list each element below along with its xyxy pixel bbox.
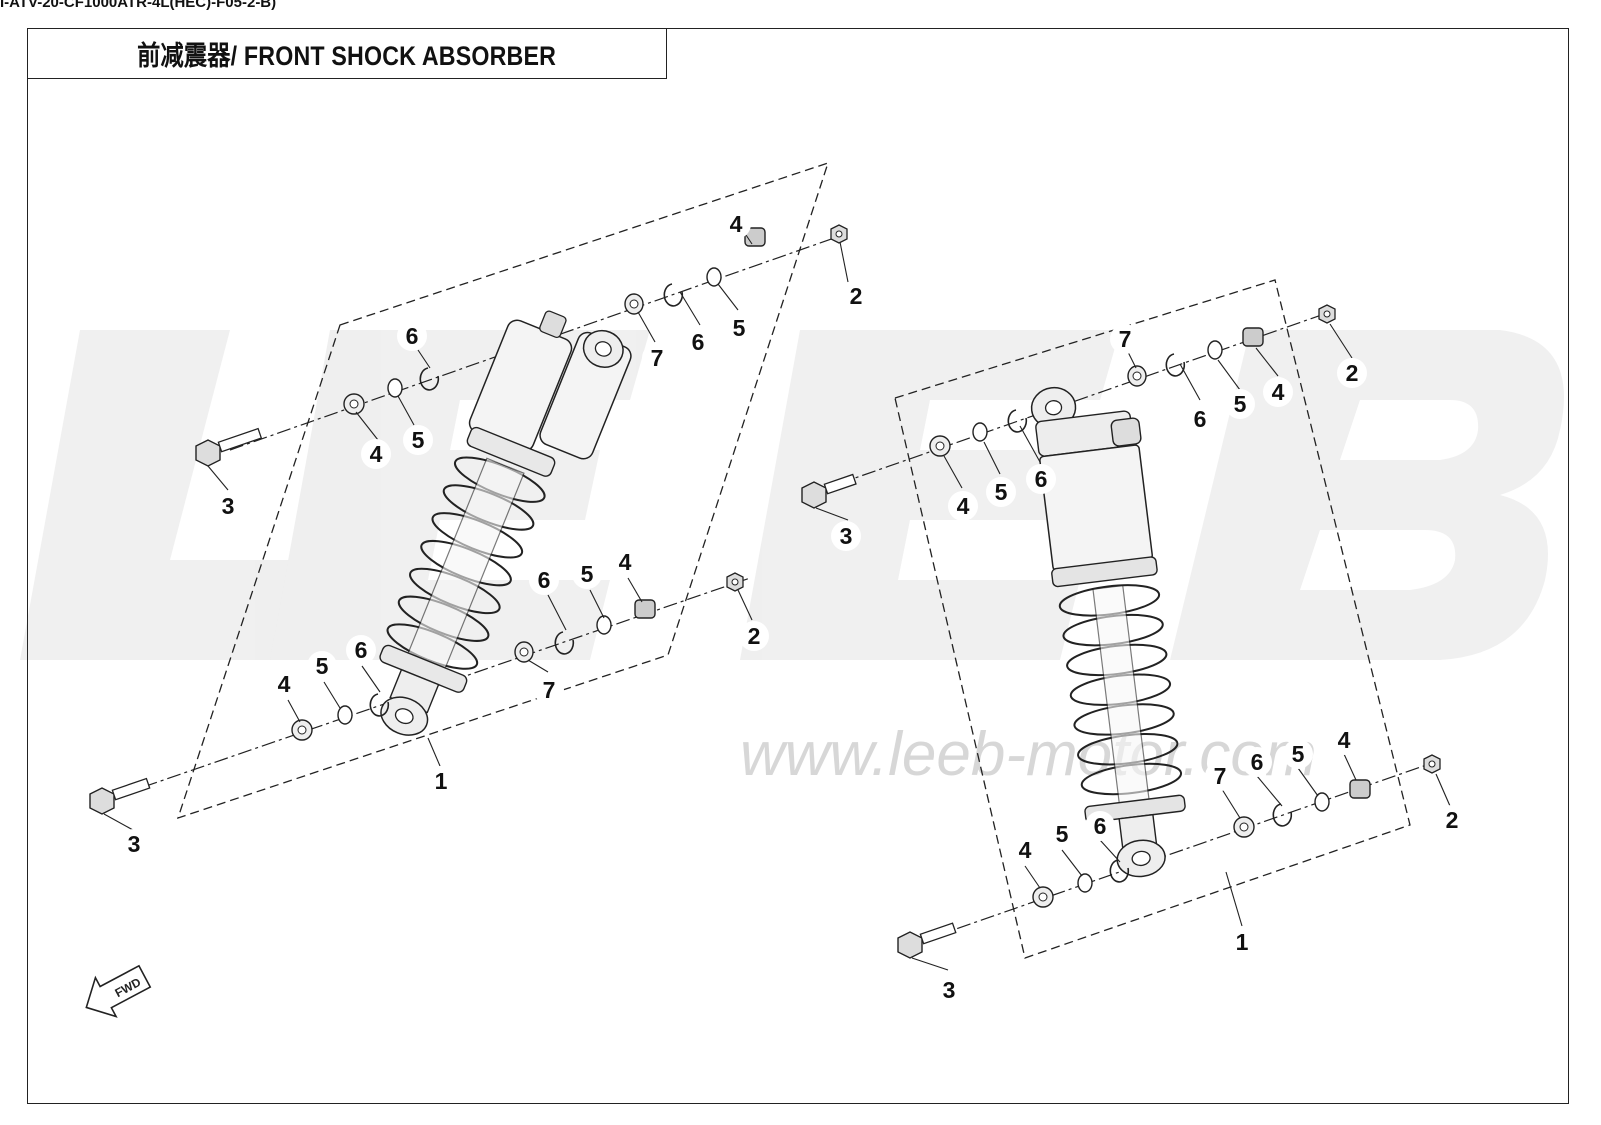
fwd-arrow-icon: FWD (85, 964, 152, 1018)
left-lower-spacer-4a (291, 719, 313, 741)
left-lower-washer-5b (596, 615, 612, 635)
right-lower-bushing-7 (1233, 816, 1255, 838)
callout-label: 5 (1234, 391, 1247, 417)
leeb-watermark (20, 330, 1564, 660)
right-upper-spacer-4a (929, 435, 951, 457)
callout-label: 3 (128, 831, 141, 857)
callout-label: 7 (1119, 326, 1132, 352)
callout-label: 3 (222, 493, 235, 519)
callout-label: 5 (412, 427, 425, 453)
left-upper-spacer-4a (343, 393, 365, 415)
left-assembly-dashed-frame (176, 161, 830, 820)
left-upper-clip-6a (419, 367, 440, 391)
callout-label: 5 (733, 315, 746, 341)
right-lower-nut-2 (1423, 754, 1441, 774)
callout-label: 2 (1346, 360, 1359, 386)
right-upper-bolt (801, 473, 857, 509)
right-upper-bushing-7 (1127, 365, 1147, 387)
left-lower-clip-6a (369, 693, 390, 717)
callout-label: 5 (316, 653, 329, 679)
callout-label: 6 (538, 567, 551, 593)
callout-label: 1 (435, 768, 448, 794)
left-lower-washer-5a (337, 705, 353, 725)
right-lower-bolt (897, 922, 957, 959)
callout-label: 5 (995, 479, 1008, 505)
callout-label: 7 (651, 345, 664, 371)
callout-label: 4 (619, 549, 632, 575)
callout-label: 4 (278, 671, 291, 697)
right-upper-clip-6a (1007, 409, 1028, 433)
left-upper-nut-2 (830, 224, 848, 244)
callout-label: 4 (957, 493, 970, 519)
callout-label: 2 (748, 623, 761, 649)
callout-label: 4 (1338, 727, 1351, 753)
left-lower-nut-2 (726, 572, 744, 592)
callout-label: 7 (1214, 763, 1227, 789)
right-assembly-dashed-frame (894, 279, 1411, 959)
callout-label: 6 (1035, 466, 1048, 492)
right-shock-body (1030, 386, 1186, 878)
left-lower-bolt (89, 777, 151, 815)
left-lower-spacer-4b (634, 599, 656, 619)
right-upper-nut-2 (1318, 304, 1336, 324)
callout-label: 5 (1292, 741, 1305, 767)
right-upper-spacer-4b (1242, 327, 1264, 347)
callout-label: 3 (840, 523, 853, 549)
callout-label: 4 (730, 211, 743, 237)
page-title: 前减震器/ FRONT SHOCK ABSORBER (137, 41, 557, 71)
right-lower-washer-5a (1077, 873, 1093, 893)
callouts-left: 4 2 6 7 6 5 4 5 3 6 5 4 2 4 5 6 7 1 3 (119, 209, 871, 859)
callout-label: 1 (1236, 929, 1249, 955)
left-upper-washer-5b (706, 267, 722, 287)
title-box: 前减震器/ FRONT SHOCK ABSORBER (27, 28, 667, 79)
right-upper-washer-5b (1207, 340, 1223, 360)
right-lower-spacer-4b (1349, 779, 1371, 799)
right-lower-clip-6a (1109, 859, 1130, 883)
callout-label: 6 (1251, 749, 1264, 775)
callout-label: 3 (943, 977, 956, 1003)
left-upper-bushing-7a (624, 293, 644, 315)
callout-label: 6 (692, 329, 705, 355)
callout-label: 6 (355, 637, 368, 663)
left-shock-body (379, 310, 632, 736)
callout-label: 6 (1094, 813, 1107, 839)
left-upper-bolt (195, 427, 263, 467)
callout-label: 5 (581, 561, 594, 587)
left-shock-assembly (89, 161, 849, 831)
callout-label: 4 (1019, 837, 1032, 863)
callout-label: 4 (1272, 379, 1285, 405)
callout-label: 2 (1446, 807, 1459, 833)
page-code: I-ATV-20-CF1000ATR-4L(HEC)-F05-2-B) (0, 0, 277, 11)
right-shock-assembly (801, 279, 1451, 971)
callouts-right: 7 2 6 5 4 3 4 5 6 7 6 5 4 2 4 5 6 1 3 (831, 324, 1467, 1005)
right-lower-clip-6b (1272, 803, 1293, 827)
left-lower-bushing-7 (514, 641, 534, 663)
callout-label: 4 (370, 441, 383, 467)
right-lower-washer-5b (1314, 792, 1330, 812)
left-lower-clip-6b (554, 631, 575, 655)
callout-label: 6 (406, 323, 419, 349)
left-upper-clip-6b (663, 283, 684, 307)
drawing-frame (27, 28, 1569, 1104)
callout-label: 6 (1194, 406, 1207, 432)
callout-label: 5 (1056, 821, 1069, 847)
callout-label: 7 (543, 677, 556, 703)
right-upper-clip-6b (1165, 353, 1186, 377)
right-lower-spacer-4a (1032, 886, 1054, 908)
left-upper-washer-5a (387, 378, 403, 398)
callout-label: 2 (850, 283, 863, 309)
right-upper-washer-5a (972, 422, 988, 442)
